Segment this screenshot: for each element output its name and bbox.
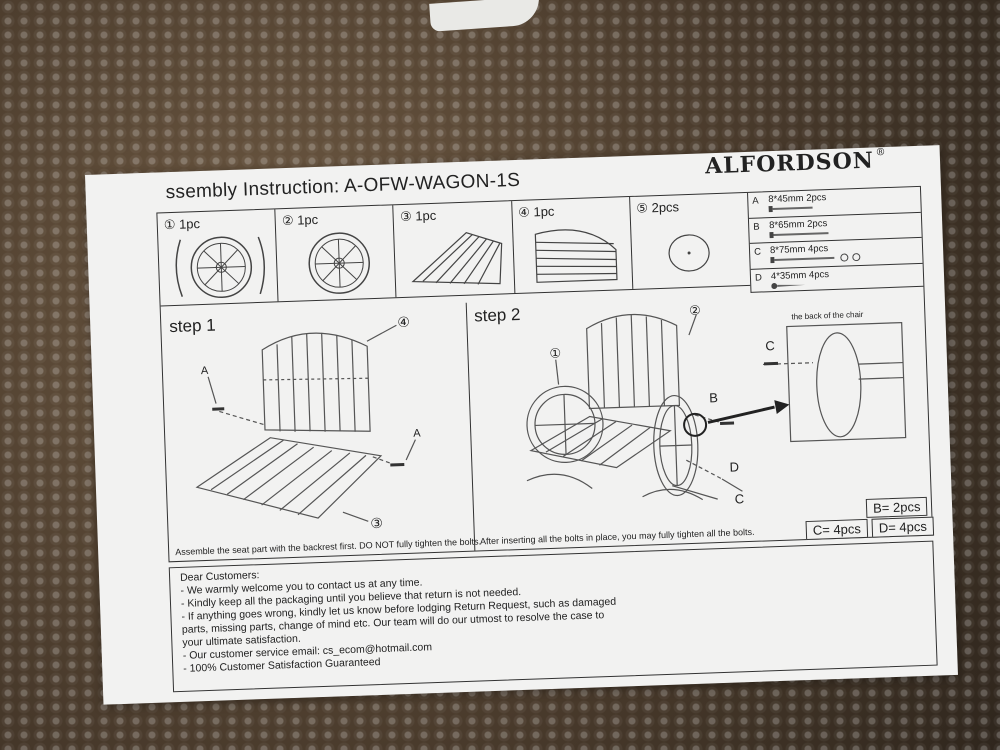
count-b: B= 2pcs — [865, 496, 928, 518]
callout-a-left: A — [201, 365, 209, 377]
part-3-label: ③ 1pc — [399, 207, 437, 225]
callout-c-bottom: C — [734, 491, 744, 506]
sheet-title: ssembly Instruction: A-OFW-WAGON-1S — [165, 169, 521, 204]
brand-name: ALFORDSON — [704, 147, 875, 180]
callout-part-2: ② — [689, 303, 701, 318]
instruction-sheet: ssembly Instruction: A-OFW-WAGON-1S ALFO… — [85, 145, 958, 705]
part-3: ③ 1pc — [393, 201, 515, 298]
step-1-title: step 1 — [169, 315, 216, 337]
bolt-letter: D — [754, 271, 763, 284]
part-4-label: ④ 1pc — [517, 203, 555, 220]
callout-part-4: ④ — [397, 314, 410, 330]
step-2-diagram: ① ② B C D C the back of the chair — [526, 303, 907, 507]
bolt-nut-washer-icon — [770, 253, 861, 264]
steps-area: A A ③ ④ step 1 Assemble the seat part wi… — [160, 287, 935, 562]
callout-b: B — [709, 390, 718, 405]
parts-row: ① 1pc ② 1pc — [157, 192, 751, 307]
step-2-title: step 2 — [473, 304, 521, 326]
customer-notice: Dear Customers: - We warmly welcome you … — [168, 540, 938, 693]
count-c: C= 4pcs — [805, 518, 869, 541]
bolt-icon — [768, 206, 813, 213]
bolt-row-c: C 8*75mm 4pcs — [749, 237, 923, 270]
part-5-label: ⑤ 2pcs — [636, 199, 680, 216]
part-5: ⑤ 2pcs — [630, 193, 750, 289]
bolt-row-d: D 4*35mm 4pcs — [751, 263, 924, 293]
part-1-label: ① 1pc — [163, 216, 201, 233]
callout-c-top: C — [765, 338, 775, 353]
count-d: D= 4pcs — [871, 516, 935, 538]
bolt-letter: A — [752, 195, 759, 207]
instruction-frame: ① 1pc ② 1pc — [156, 185, 935, 563]
callout-part-3: ③ — [370, 515, 383, 531]
part-4: ④ 1pc — [511, 196, 634, 294]
bolt-letter: B — [753, 220, 760, 233]
step-1-panel: A A ③ ④ step 1 Assemble the seat part wi… — [160, 302, 481, 562]
step-2-panel: ① ② B C D C the back of the chair step 2… — [466, 287, 935, 551]
step-1-diagram: A A ③ ④ — [195, 314, 421, 531]
bolt-letter: C — [753, 246, 762, 258]
callout-a-right: A — [413, 427, 421, 439]
bolt-row-b: B 8*65mm 2pcs — [748, 212, 922, 244]
part-1: ① 1pc — [157, 209, 279, 306]
callout-d: D — [729, 459, 739, 474]
registered-mark: ® — [875, 147, 887, 159]
bolt-icon — [769, 231, 829, 238]
seat-illustration — [411, 232, 503, 285]
screw-icon — [771, 282, 806, 289]
round-cap-illustration — [668, 234, 710, 272]
inset-label: the back of the chair — [791, 310, 864, 322]
backrest-illustration — [534, 229, 618, 283]
wheel-illustration — [308, 232, 371, 294]
part-2-label: ② 1pc — [281, 211, 319, 229]
bolts-table: A 8*45mm 2pcs B 8*65mm 2pcs C 8*75mm 4pc… — [747, 186, 924, 293]
brand-logo: ALFORDSON® — [705, 147, 888, 179]
wheel-side-illustration — [175, 236, 266, 299]
part-2: ② 1pc — [275, 205, 397, 302]
callout-part-1: ① — [549, 345, 561, 360]
bolt-row-a: A 8*45mm 2pcs — [748, 186, 921, 219]
